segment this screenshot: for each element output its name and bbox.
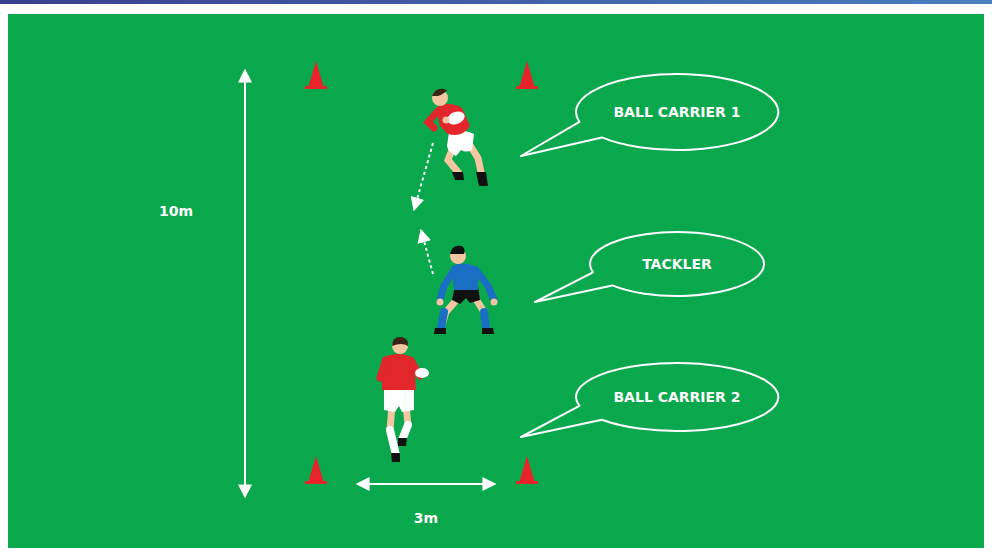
speech-bubble: TACKLER [590,232,764,296]
dimension-arrow [357,483,495,485]
pitch [8,14,984,548]
dimension-label: 10m [159,202,193,220]
bubble-label: TACKLER [642,254,712,274]
dimension-label: 3m [414,509,438,527]
speech-bubble: BALL CARRIER 2 [576,363,778,431]
bubble-label: BALL CARRIER 1 [613,102,740,122]
top-bar [0,0,992,4]
bubble-outline [535,232,764,302]
cones [305,61,538,484]
movement-arrow [414,143,433,210]
ball-carrier-figure [380,337,429,462]
ball-carrier-figure [428,89,488,186]
speech-bubble: BALL CARRIER 1 [576,74,778,150]
bubble-outline [521,74,778,156]
dimension-arrow [244,70,246,497]
tackler-figure [434,246,498,334]
bubble-outline [521,363,778,437]
movement-arrow [421,230,433,274]
bubble-label: BALL CARRIER 2 [613,387,740,407]
